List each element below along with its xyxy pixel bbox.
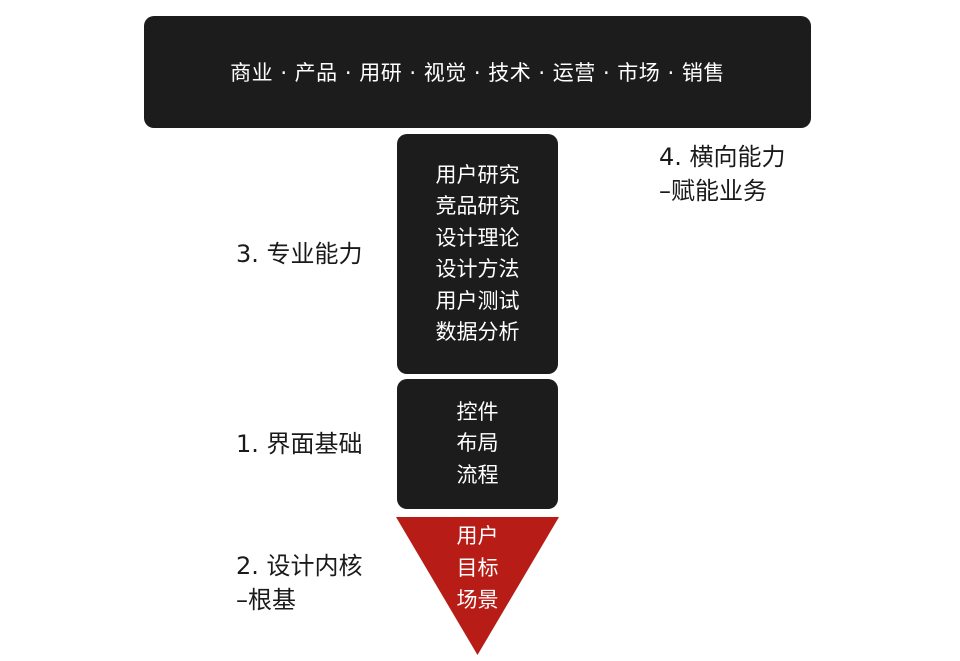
professional-item: 设计方法 (435, 257, 520, 281)
interface-foundation-box: 控件 布局 流程 (397, 379, 558, 509)
professional-item: 竞品研究 (435, 194, 520, 218)
core-label-line1: 2. 设计内核 (236, 552, 363, 580)
core-item: 场景 (456, 588, 499, 612)
foundation-item: 流程 (456, 462, 499, 487)
horizontal-label-line2: –赋能业务 (659, 177, 767, 205)
design-core-triangle-shape (396, 517, 559, 655)
core-item: 目标 (456, 556, 499, 580)
professional-skills-box: 用户研究 竞品研究 设计理论 设计方法 用户测试 数据分析 (397, 134, 558, 374)
horizontal-skills-text: 商业 · 产品 · 用研 · 视觉 · 技术 · 运营 · 市场 · 销售 (230, 61, 725, 85)
horizontal-skills-label: 4. 横向能力 –赋能业务 (659, 140, 786, 208)
design-core-label: 2. 设计内核 –根基 (236, 549, 363, 617)
foundation-label-text: 1. 界面基础 (236, 430, 363, 458)
professional-label-text: 3. 专业能力 (236, 240, 363, 268)
professional-item: 用户测试 (435, 288, 520, 313)
design-core-items: 用户 目标 场景 (397, 520, 558, 616)
professional-skills-label: 3. 专业能力 (236, 237, 363, 271)
professional-item: 用户研究 (435, 162, 520, 187)
professional-item: 设计理论 (435, 225, 520, 250)
foundation-item: 布局 (456, 431, 499, 456)
foundation-item: 控件 (456, 399, 499, 424)
interface-foundation-label: 1. 界面基础 (236, 427, 363, 461)
horizontal-skills-bar: 商业 · 产品 · 用研 · 视觉 · 技术 · 运营 · 市场 · 销售 (144, 16, 811, 128)
horizontal-label-line1: 4. 横向能力 (659, 143, 786, 171)
core-label-line2: –根基 (236, 586, 296, 614)
design-core-triangle (396, 517, 559, 655)
core-item: 用户 (456, 524, 499, 548)
professional-item: 数据分析 (435, 320, 520, 344)
